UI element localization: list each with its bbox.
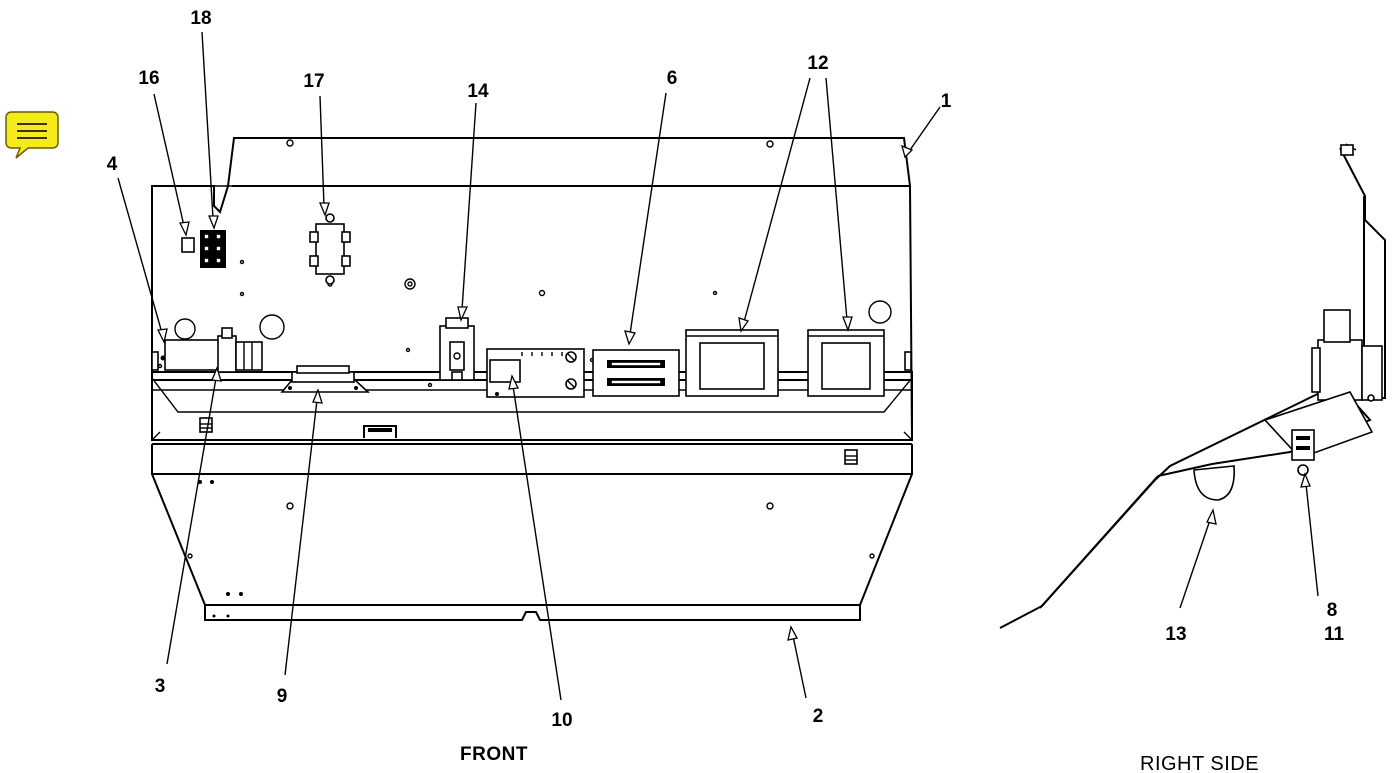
callout-labels: 1 2 3 4 6 8 9 10 11 12 13 14 16 17 18	[107, 8, 1345, 731]
view-label-front: FRONT	[460, 744, 528, 765]
callout-4: 4	[107, 154, 118, 175]
callout-11: 11	[1324, 624, 1345, 645]
callout-8: 8	[1327, 600, 1338, 621]
callout-9: 9	[277, 686, 288, 707]
callout-10: 10	[551, 710, 572, 731]
callout-18: 18	[190, 8, 211, 29]
callout-3: 3	[155, 676, 166, 697]
leader-lines-front	[117, 31, 941, 701]
callout-12: 12	[807, 53, 828, 74]
callout-2: 2	[813, 706, 824, 727]
callout-16: 16	[138, 68, 159, 89]
callout-17: 17	[303, 71, 324, 92]
callout-13: 13	[1165, 624, 1186, 645]
note-icon[interactable]	[5, 111, 59, 159]
callout-6: 6	[667, 68, 678, 89]
leader-lines-right	[1179, 472, 1319, 609]
right-side-view	[999, 143, 1386, 629]
callout-1: 1	[941, 91, 952, 112]
callout-14: 14	[467, 81, 489, 102]
front-view	[151, 137, 913, 621]
view-label-right-side: RIGHT SIDE	[1140, 753, 1259, 773]
